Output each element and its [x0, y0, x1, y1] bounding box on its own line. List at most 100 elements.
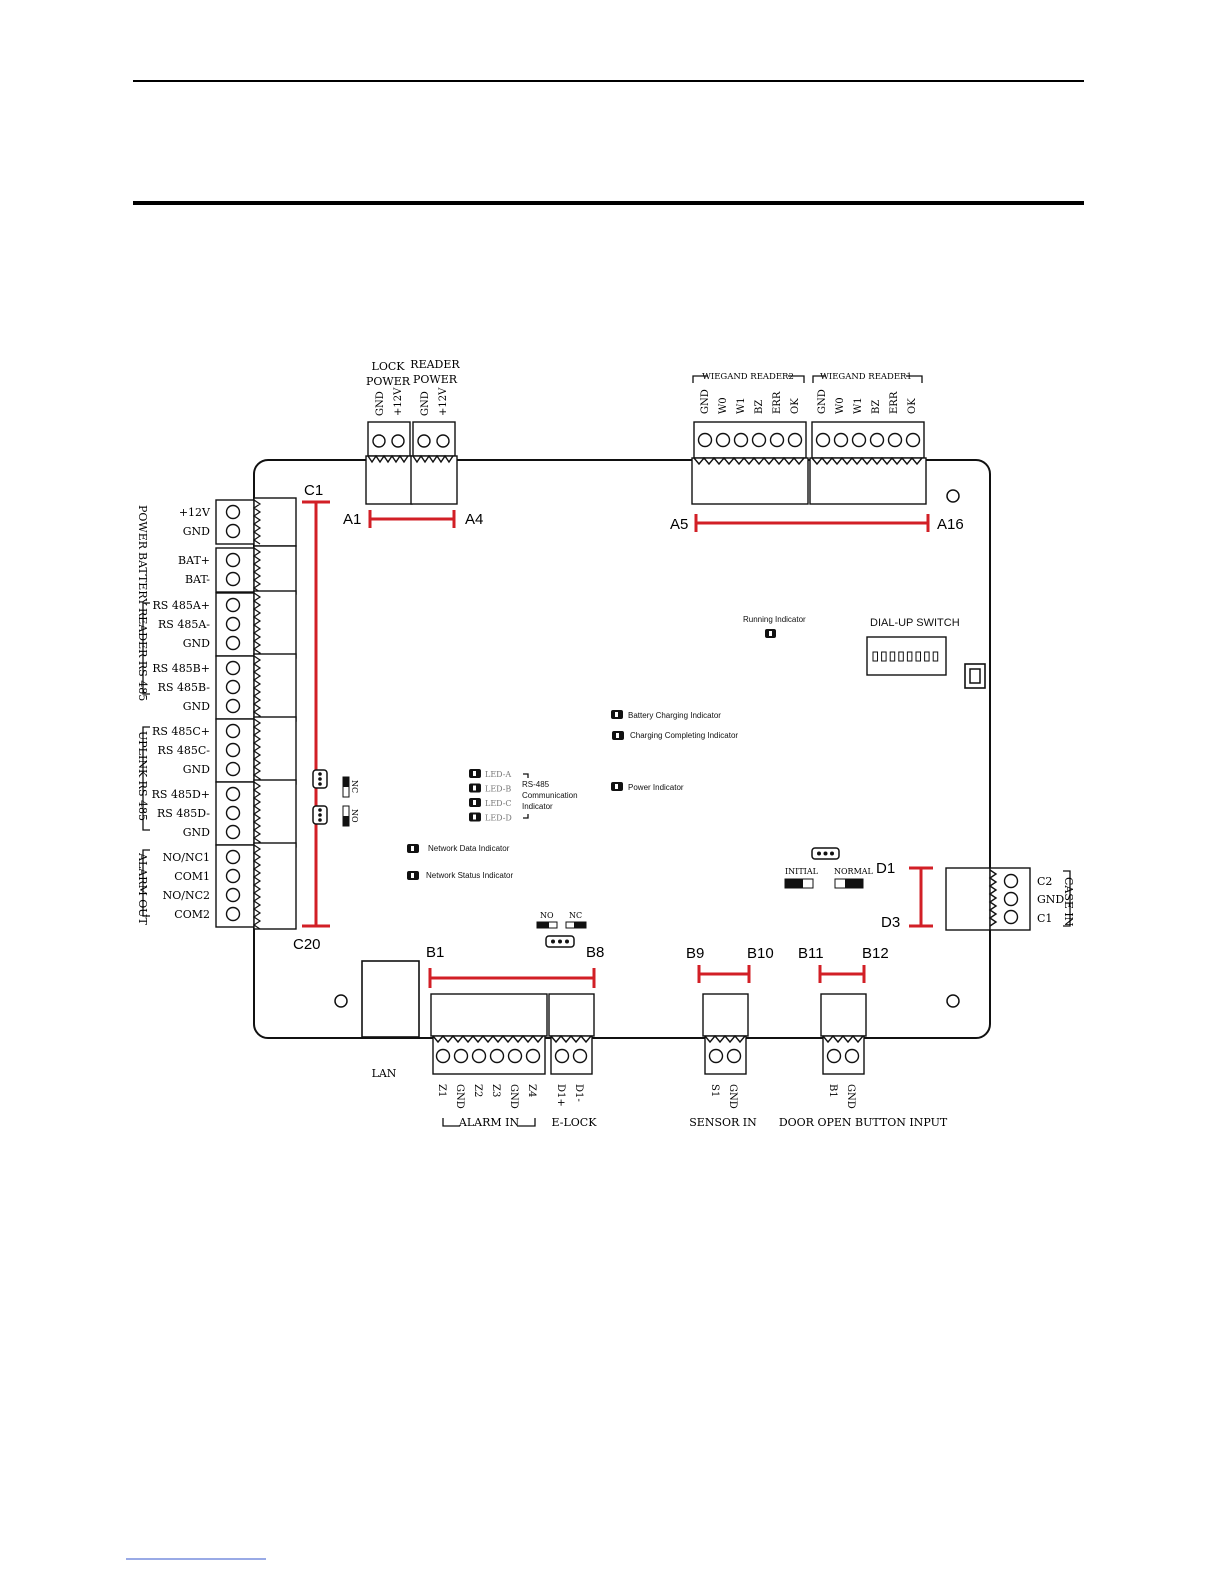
elock-pin-d1plus: D1+	[555, 1084, 566, 1107]
case-pin-c2: C2	[1037, 875, 1052, 888]
power-indicator-label: Power Indicator	[628, 783, 684, 792]
left-terminal-teeth-2	[252, 592, 262, 658]
wr2-pin-w1: W1	[736, 397, 747, 414]
callout-bar-d1-d3	[909, 866, 933, 928]
callout-bar-b1-b8	[428, 968, 596, 988]
wiegand-reader2-connector	[691, 421, 809, 505]
left-terminal-screw	[225, 786, 241, 802]
left-terminal-pin-label: GND	[183, 700, 210, 713]
alarm-in-connector	[430, 993, 548, 1075]
lock-pin-12v: +12V	[393, 387, 404, 416]
callout-b12: B12	[862, 945, 889, 962]
mode-initial-label: INITIAL	[785, 867, 819, 876]
dial-switch-position	[881, 651, 887, 662]
callout-a16: A16	[937, 516, 964, 533]
left-terminal-screw	[225, 761, 241, 777]
left-terminal-pin-label: BAT-	[185, 573, 210, 586]
left-terminal-pin-label: NO/NC1	[163, 851, 210, 864]
left-terminal-pin-label: +12V	[179, 506, 211, 519]
alarm-pin-gnd2: GND	[508, 1084, 519, 1109]
group-label-battery: BATTERY	[136, 552, 149, 606]
rs485-comm-label-3: Indicator	[522, 802, 553, 811]
left-terminal-pin-label: GND	[183, 826, 210, 839]
dial-switch-position	[889, 651, 896, 662]
left-terminal-screw	[225, 849, 241, 865]
rs485-comm-label-1: RS-485	[522, 780, 550, 789]
running-indicator-label: Running Indicator	[743, 615, 806, 624]
wiegand-reader1-pins: GND W0 W1 BZ ERR OK	[817, 389, 918, 414]
lock-jumper-no-label: NO	[540, 911, 554, 920]
uplink-rs485-bracket	[142, 726, 150, 831]
dial-switch-positions	[872, 651, 939, 662]
left-terminal-pin-label: RS 485A+	[153, 599, 210, 612]
wr1-pin-bz: BZ	[871, 400, 882, 414]
network-status-label: Network Status Indicator	[426, 871, 513, 880]
rs485-led	[469, 769, 481, 778]
lock-power-connector	[365, 421, 413, 505]
callout-bar-b11-b12	[818, 965, 866, 983]
mount-hole-tr	[946, 489, 960, 503]
rs485-led-bracket	[523, 773, 529, 819]
left-terminal-pin-label: BAT+	[178, 554, 210, 567]
left-terminal-teeth-4	[252, 718, 262, 784]
alarm-pin-z2: Z2	[472, 1084, 483, 1097]
wiegand-reader2-title: WIEGAND READER2	[702, 372, 794, 382]
wiegand-reader2-bracket	[692, 375, 805, 383]
left-terminal-screw	[225, 679, 241, 695]
wr2-pin-err: ERR	[772, 391, 783, 414]
wiegand-reader1-connector	[809, 421, 927, 505]
left-terminal-teeth-3	[252, 655, 262, 721]
left-terminal-screw	[225, 887, 241, 903]
left-terminal-pin-label: COM1	[174, 870, 210, 883]
wr2-pin-ok: OK	[790, 398, 801, 414]
network-data-label: Network Data Indicator	[428, 844, 510, 853]
dial-switch-label: DIAL-UP SWITCH	[870, 617, 960, 629]
callout-a1: A1	[343, 511, 361, 528]
lock-power-label-1: LOCK	[372, 360, 406, 373]
left-terminal-screw	[225, 742, 241, 758]
battery-charging-label: Battery Charging Indicator	[628, 711, 721, 720]
left-terminal-pin-label: GND	[183, 525, 210, 538]
mode-normal-label: NORMAL	[834, 867, 874, 876]
charging-completing-led	[612, 731, 624, 740]
left-terminal-screw	[225, 824, 241, 840]
alarm-jumpers: NC NO	[312, 769, 359, 827]
wr1-pin-ok: OK	[907, 398, 918, 414]
callout-b8: B8	[586, 944, 604, 961]
left-terminal-screw	[225, 504, 241, 520]
elock-pin-d1minus: D1-	[573, 1084, 584, 1102]
left-terminal-pin-label: GND	[183, 637, 210, 650]
callout-d1: D1	[876, 860, 895, 877]
callout-b10: B10	[747, 945, 774, 962]
rs485-led-label: LED-B	[485, 785, 511, 794]
mount-hole-bl	[334, 994, 348, 1008]
left-terminal-plug-0	[253, 497, 297, 547]
alarm-pin-z3: Z3	[490, 1084, 501, 1097]
left-terminal-screw	[225, 698, 241, 714]
power-indicator-led	[611, 782, 623, 791]
left-terminal-teeth-5	[252, 781, 262, 847]
left-terminal-pin-label: RS 485D+	[152, 788, 210, 801]
rs485-led-label: LED-C	[485, 799, 512, 808]
callout-b9: B9	[686, 945, 704, 962]
left-terminal-pin-label: RS 485C+	[152, 725, 210, 738]
callout-a5: A5	[670, 516, 688, 533]
callout-bar-b9-b10	[697, 965, 751, 983]
wr2-pin-gnd: GND	[700, 389, 711, 414]
lock-pin-gnd: GND	[375, 391, 386, 416]
mode-switch: INITIAL NORMAL	[784, 847, 874, 889]
header-connector	[964, 663, 986, 689]
alarm-in-bracket	[442, 1118, 536, 1127]
group-label-alarm-out: ALARM OUT	[136, 852, 149, 926]
left-terminal-screw	[225, 552, 241, 568]
callout-bar-a1-a4	[368, 510, 456, 528]
left-terminal-plug-3	[253, 653, 297, 722]
sensor-pin-gnd: GND	[727, 1084, 738, 1109]
callout-bar-a5-a16	[694, 514, 930, 532]
left-terminal-pin-label: RS 485A-	[158, 618, 210, 631]
wr1-pin-gnd: GND	[817, 389, 828, 414]
callout-b11: B11	[798, 945, 824, 962]
left-terminal-screw	[225, 523, 241, 539]
